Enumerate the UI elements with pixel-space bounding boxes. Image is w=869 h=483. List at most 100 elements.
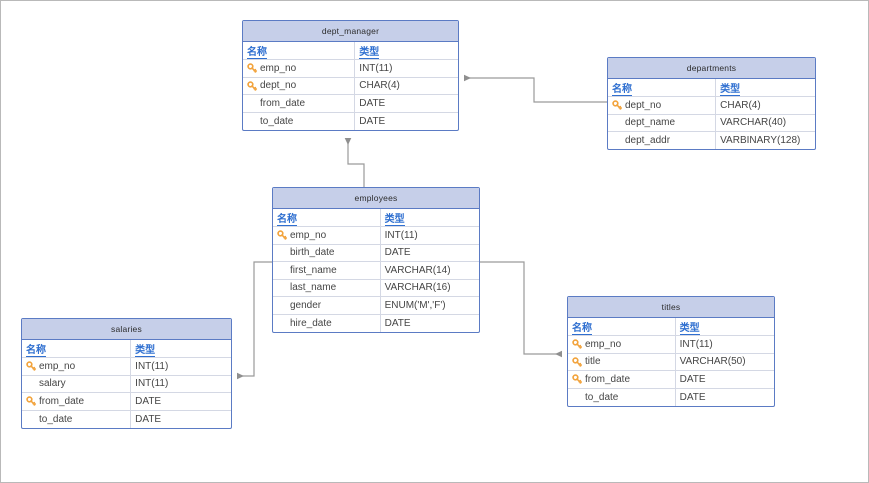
field-table-header-row: 名称 类型 xyxy=(243,42,458,60)
field-type-cell: INT(11) xyxy=(354,59,458,78)
entity-dept_manager[interactable]: dept_manager 名称 类型 emp_no INT(11) dept_no CHAR… xyxy=(242,20,459,131)
column-header-type-label: 类型 xyxy=(135,345,156,357)
entity-title-departments: departments xyxy=(608,58,815,79)
field-type-cell: VARCHAR(50) xyxy=(675,353,774,371)
field-name-cell: emp_no xyxy=(22,357,132,376)
column-header-name-label: 名称 xyxy=(26,345,46,357)
column-header-type: 类型 xyxy=(380,209,479,227)
primary-key-icon xyxy=(26,395,37,407)
field-name-cell: to_date xyxy=(568,388,676,406)
field-type-cell: CHAR(4) xyxy=(715,96,815,115)
primary-key-icon xyxy=(247,80,258,92)
field-name-cell: from_date xyxy=(568,370,676,389)
field-table-dept_manager: 名称 类型 emp_no INT(11) dept_no CHAR(4)from_date… xyxy=(243,42,458,130)
field-name-label: last_name xyxy=(290,282,337,294)
field-row[interactable]: emp_no INT(11) xyxy=(273,226,479,245)
field-name-label: emp_no xyxy=(260,62,297,74)
field-type-cell: INT(11) xyxy=(380,226,479,245)
primary-key-icon xyxy=(572,338,583,350)
field-name-cell: emp_no xyxy=(568,335,676,354)
field-name-cell: title xyxy=(568,353,676,371)
entity-title-salaries: salaries xyxy=(22,319,231,340)
field-type-cell: VARCHAR(40) xyxy=(715,114,815,132)
entity-title-dept_manager: dept_manager xyxy=(243,21,458,42)
column-header-type: 类型 xyxy=(715,79,815,97)
entity-title-titles: titles xyxy=(568,297,774,318)
field-name-label: from_date xyxy=(39,395,85,407)
field-row[interactable]: title VARCHAR(50) xyxy=(568,353,774,371)
connector-employees-dept_manager xyxy=(344,138,365,187)
field-name-cell: emp_no xyxy=(273,226,381,245)
field-row[interactable]: emp_no INT(11) xyxy=(243,59,458,78)
field-name-cell: gender xyxy=(273,296,381,315)
key-icon-placeholder xyxy=(277,264,288,276)
field-name-cell: dept_name xyxy=(608,114,717,132)
field-name-label: birth_date xyxy=(290,247,335,259)
field-name-label: to_date xyxy=(39,413,73,425)
field-name-cell: to_date xyxy=(22,410,132,428)
field-row[interactable]: dept_no CHAR(4) xyxy=(243,77,458,95)
column-header-name-label: 名称 xyxy=(612,84,632,96)
field-name-label: emp_no xyxy=(290,229,327,241)
field-table-header-row: 名称 类型 xyxy=(22,340,231,358)
key-icon-placeholder xyxy=(277,299,288,311)
key-icon-placeholder xyxy=(26,413,37,425)
column-header-name-label: 名称 xyxy=(247,47,267,59)
key-icon-placeholder xyxy=(277,317,288,329)
column-header-name: 名称 xyxy=(273,209,381,227)
field-name-label: dept_no xyxy=(260,80,297,92)
column-header-type-label: 类型 xyxy=(720,84,741,96)
column-header-name: 名称 xyxy=(568,318,676,336)
field-name-cell: from_date xyxy=(22,392,132,411)
field-name-cell: hire_date xyxy=(273,314,381,332)
field-type-cell: CHAR(4) xyxy=(354,77,458,95)
field-row[interactable]: from_date DATE xyxy=(22,392,231,411)
primary-key-icon xyxy=(612,99,623,111)
field-type-cell: DATE xyxy=(359,115,386,127)
entity-title-employees: employees xyxy=(273,188,479,209)
column-header-type-label: 类型 xyxy=(679,323,700,335)
field-name-label: emp_no xyxy=(585,338,622,350)
field-name-label: gender xyxy=(290,299,322,311)
field-name-label: title xyxy=(585,356,601,368)
key-icon-placeholder xyxy=(277,282,288,294)
primary-key-icon xyxy=(247,62,258,74)
key-icon-placeholder xyxy=(26,378,37,390)
field-row[interactable]: from_date DATE xyxy=(568,370,774,389)
field-type-cell: DATE xyxy=(130,392,231,411)
field-type-cell: INT(11) xyxy=(130,375,231,393)
column-header-type: 类型 xyxy=(354,42,458,60)
field-type-cell: DATE xyxy=(675,370,774,389)
field-name-cell: last_name xyxy=(273,279,381,297)
connector-employees-titles xyxy=(480,261,562,358)
field-name-label: from_date xyxy=(585,373,631,385)
column-header-name: 名称 xyxy=(22,340,132,358)
field-table-header-row: 名称类型 xyxy=(568,318,774,336)
field-name-label: emp_no xyxy=(39,360,76,372)
field-name-cell: dept_no xyxy=(243,77,356,95)
field-name-cell: emp_no xyxy=(243,59,356,78)
field-name-cell: salary xyxy=(22,375,132,393)
